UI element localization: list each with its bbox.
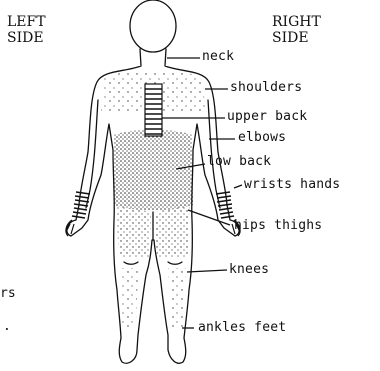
wrists-leader [234,185,242,188]
label-ankles-feet: ankles feet [198,320,286,335]
lower-leg-shading-right [168,268,186,330]
label-shoulders: shoulders [230,80,302,95]
cropped-text-rs: rs [0,286,16,301]
label-hips-thighs: hips thighs [234,218,322,233]
label-elbows: elbows [238,130,286,145]
hips-thighs-shading-right [155,205,190,258]
label-knees: knees [229,262,269,277]
label-upper-back: upper back [227,109,307,124]
spine-hatching [145,84,162,136]
low-back-shading [114,130,193,211]
right-knee-mark [168,262,182,264]
hips-thighs-shading [116,205,151,258]
cropped-text-period: . [3,319,11,334]
lower-leg-shading [120,268,138,330]
label-wrists-hands: wrists hands [244,177,340,192]
label-low-back: low back [207,154,271,169]
head-outline [130,0,176,52]
label-neck: neck [202,49,234,64]
left-knee-mark [124,262,138,264]
knees-leader [187,270,227,272]
